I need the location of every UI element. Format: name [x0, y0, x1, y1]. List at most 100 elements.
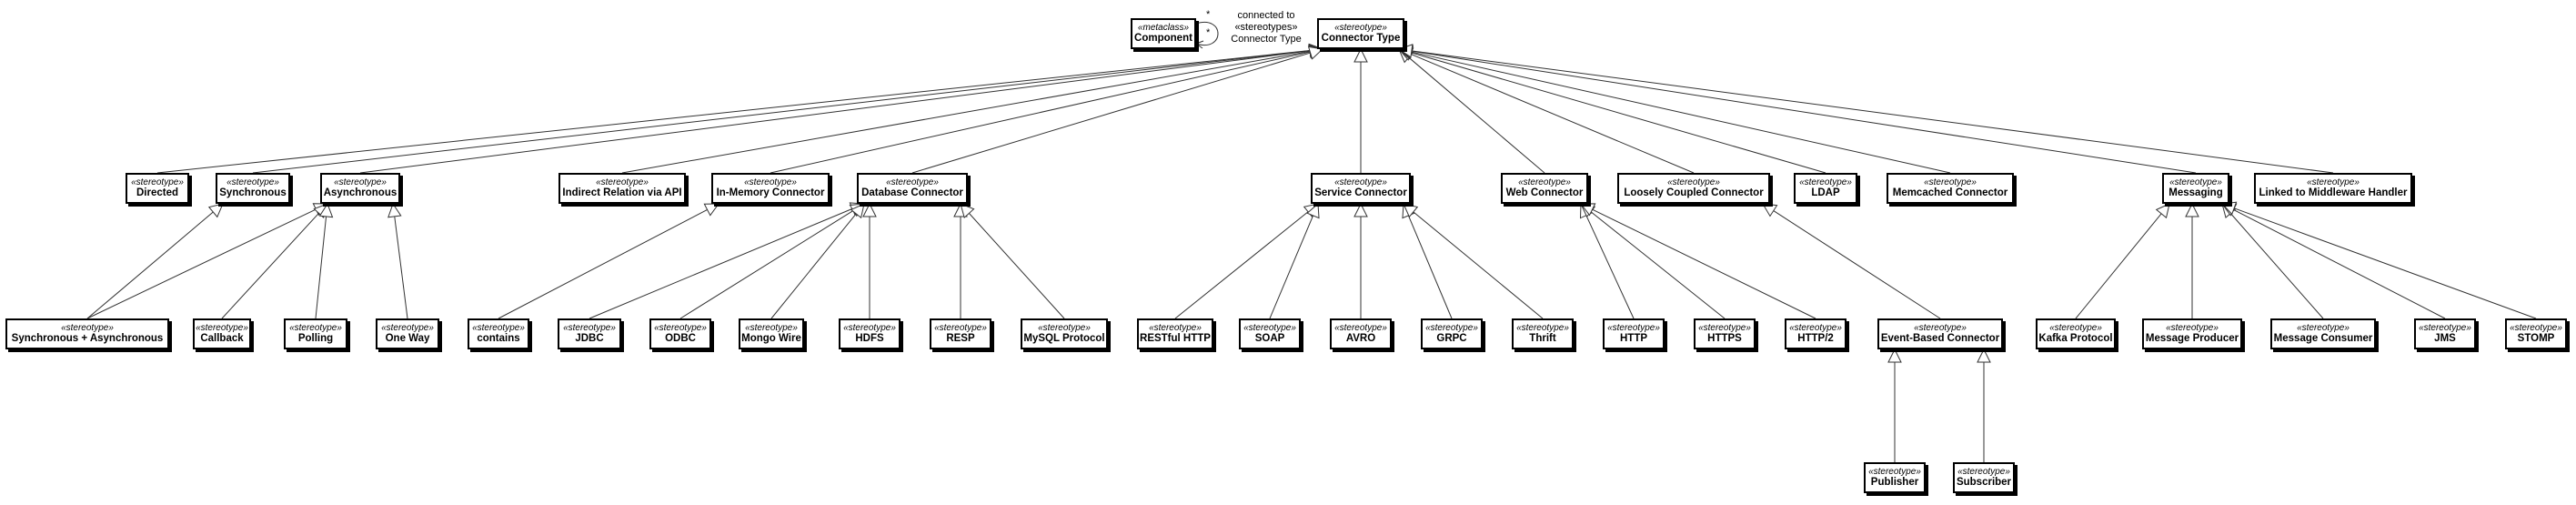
generalization-edge: [86, 208, 317, 319]
generalization-edge: [770, 51, 1311, 174]
memcached-connector-box[interactable]: «stereotype» Memcached Connector: [1887, 173, 2014, 204]
stereotype-label: «stereotype»: [1038, 322, 1091, 333]
grpc-box[interactable]: «stereotype» GRPC: [1421, 318, 1483, 349]
odbc-box[interactable]: «stereotype» ODBC: [649, 318, 711, 349]
generalization-arrowhead: [862, 202, 877, 217]
generalization-edge: [1407, 215, 1453, 319]
stereotype-label: «stereotype»: [1914, 322, 1967, 333]
https-box[interactable]: «stereotype» HTTPS: [1694, 318, 1756, 349]
stereotype-label: «stereotype»: [934, 322, 987, 333]
root-stereotype: «stereotype»: [1334, 22, 1387, 33]
message-consumer-box[interactable]: «stereotype» Message Consumer: [2270, 318, 2376, 349]
stereotype-label: «stereotype»: [1516, 322, 1569, 333]
metaclass-component-box[interactable]: «metaclass» Component: [1131, 18, 1196, 49]
stereotype-label: «stereotype»: [2307, 177, 2360, 187]
messaging-box[interactable]: «stereotype» Messaging: [2162, 173, 2229, 204]
loosely-coupled-connector-box[interactable]: «stereotype» Loosely Coupled Connector: [1617, 173, 1770, 204]
connector-type-box[interactable]: «stereotype» Connector Type: [1317, 18, 1404, 49]
generalization-edge: [1411, 50, 2197, 174]
box-name: Subscriber: [1956, 477, 2012, 489]
box-name: Indirect Relation via API: [562, 187, 682, 199]
sync-async-box[interactable]: «stereotype» Synchronous + Asynchronous: [5, 318, 169, 349]
contains-box[interactable]: «stereotype» contains: [468, 318, 529, 349]
box-name: Messaging: [2168, 187, 2223, 199]
generalization-edge: [1411, 50, 2334, 174]
asynchronous-box[interactable]: «stereotype» Asynchronous: [320, 173, 400, 204]
thrift-box[interactable]: «stereotype» Thrift: [1512, 318, 1574, 349]
stomp-box[interactable]: «stereotype» STOMP: [2505, 318, 2567, 349]
stereotype-label: «stereotype»: [563, 322, 616, 333]
box-name: RESP: [946, 333, 975, 345]
generalization-edge: [2233, 207, 2537, 319]
http-box[interactable]: «stereotype» HTTP: [1603, 318, 1665, 349]
generalization-edge: [770, 213, 857, 319]
service-connector-box[interactable]: «stereotype» Service Connector: [1311, 173, 1411, 204]
jdbc-box[interactable]: «stereotype» JDBC: [558, 318, 621, 349]
multiplicity-b: *: [1206, 27, 1211, 38]
box-name: RESTful HTTP: [1140, 333, 1211, 345]
generalization-edge: [1592, 208, 1816, 319]
subscriber-box[interactable]: «stereotype» Subscriber: [1953, 462, 2015, 493]
event-based-connector-box[interactable]: «stereotype» Event-Based Connector: [1877, 318, 2003, 349]
generalization-arrowhead: [387, 202, 402, 218]
soap-box[interactable]: «stereotype» SOAP: [1239, 318, 1301, 349]
box-name: MySQL Protocol: [1023, 333, 1105, 345]
box-name: Service Connector: [1314, 187, 1407, 199]
box-name: JDBC: [575, 333, 604, 345]
one-way-box[interactable]: «stereotype» One Way: [376, 318, 439, 349]
stereotype-label: «stereotype»: [2419, 322, 2471, 333]
middleware-handler-box[interactable]: «stereotype» Linked to Middleware Handle…: [2254, 173, 2412, 204]
http2-box[interactable]: «stereotype» HTTP/2: [1785, 318, 1846, 349]
generalization-edge: [252, 50, 1311, 174]
mysql-protocol-box[interactable]: «stereotype» MySQL Protocol: [1021, 318, 1108, 349]
stereotype-label: «stereotype»: [1789, 322, 1842, 333]
box-name: Synchronous + Asynchronous: [11, 333, 164, 345]
box-name: ODBC: [665, 333, 696, 345]
stereotype-label: «stereotype»: [1149, 322, 1202, 333]
box-name: HTTP/2: [1797, 333, 1834, 345]
generalization-edge: [1411, 52, 1826, 174]
stereotype-label: «stereotype»: [1518, 177, 1571, 187]
database-connector-box[interactable]: «stereotype» Database Connector: [857, 173, 968, 204]
mongo-wire-box[interactable]: «stereotype» Mongo Wire: [739, 318, 804, 349]
generalization-arrowhead: [1307, 45, 1324, 60]
generalization-edge: [2233, 208, 2446, 319]
callback-box[interactable]: «stereotype» Callback: [193, 318, 251, 349]
web-connector-box[interactable]: «stereotype» Web Connector: [1501, 173, 1588, 204]
ldap-box[interactable]: «stereotype» LDAP: [1794, 173, 1857, 204]
generalization-arrowhead: [318, 202, 334, 218]
kafka-protocol-box[interactable]: «stereotype» Kafka Protocol: [2036, 318, 2116, 349]
generalization-arrowhead: [1353, 202, 1368, 217]
stereotype-label: «stereotype»: [1924, 177, 1977, 187]
in-memory-connector-box[interactable]: «stereotype» In-Memory Connector: [711, 173, 830, 204]
generalization-arrowhead: [2185, 202, 2199, 217]
generalization-edge: [1585, 215, 1635, 319]
box-name: Mongo Wire: [741, 333, 801, 345]
indirect-relation-box[interactable]: «stereotype» Indirect Relation via API: [558, 173, 686, 204]
resp-box[interactable]: «stereotype» RESP: [930, 318, 991, 349]
box-name: Event-Based Connector: [1880, 333, 2000, 345]
directed-box[interactable]: «stereotype» Directed: [126, 173, 189, 204]
stereotype-label: «stereotype»: [745, 322, 798, 333]
synchronous-box[interactable]: «stereotype» Synchronous: [216, 173, 290, 204]
avro-box[interactable]: «stereotype» AVRO: [1330, 318, 1392, 349]
message-producer-box[interactable]: «stereotype» Message Producer: [2142, 318, 2242, 349]
hdfs-box[interactable]: «stereotype» HDFS: [839, 318, 901, 349]
publisher-box[interactable]: «stereotype» Publisher: [1864, 462, 1926, 493]
restful-http-box[interactable]: «stereotype» RESTful HTTP: [1137, 318, 1213, 349]
stereotype-label: «stereotype»: [2166, 322, 2219, 333]
generalization-edge: [1413, 211, 1544, 319]
stereotype-label: «stereotype»: [1334, 322, 1387, 333]
polling-box[interactable]: «stereotype» Polling: [284, 318, 347, 349]
generalization-arrowhead: [207, 203, 224, 218]
generalization-edge: [394, 216, 408, 319]
stereotype-label: «stereotype»: [196, 322, 248, 333]
stereotype-label: «stereotype»: [1243, 322, 1296, 333]
box-name: JMS: [2434, 333, 2456, 345]
stereotype-label: «stereotype»: [2510, 322, 2562, 333]
box-name: Web Connector: [1505, 187, 1584, 199]
generalization-edge: [359, 50, 1311, 174]
stereotype-label: «stereotype»: [226, 177, 279, 187]
stereotype-label: «stereotype»: [1334, 177, 1387, 187]
jms-box[interactable]: «stereotype» JMS: [2414, 318, 2476, 349]
